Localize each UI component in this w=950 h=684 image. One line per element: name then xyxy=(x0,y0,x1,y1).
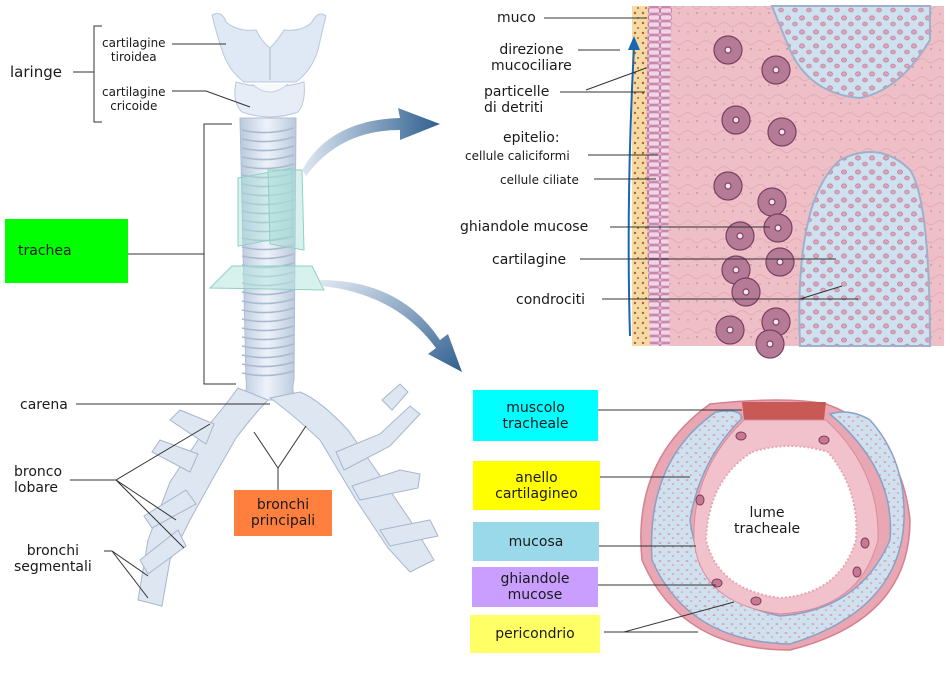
cartilage-ring xyxy=(241,145,295,152)
label-muco: muco xyxy=(497,10,536,26)
gland-lumen xyxy=(776,258,784,266)
cartilage-ring xyxy=(241,361,295,368)
gland-lumen xyxy=(726,326,734,334)
label-line: mucociliare xyxy=(491,58,572,74)
gland-lumen xyxy=(766,340,774,348)
label-line: tracheale xyxy=(502,415,569,432)
label-line: ghiandole xyxy=(500,571,570,587)
cartilage-ring xyxy=(241,154,295,161)
histology-panel xyxy=(627,5,944,359)
label-cartilagine: cartilagine xyxy=(492,252,567,268)
label-muscolo-tracheale: muscolo tracheale xyxy=(473,390,598,441)
label-bronco-lobare: bronco lobare xyxy=(14,464,62,496)
gland-lumen xyxy=(724,46,732,54)
label-line: di detriti xyxy=(484,100,544,116)
gland-lumen xyxy=(742,288,750,296)
gland-lumen xyxy=(732,116,740,124)
cartilage-ring xyxy=(241,289,295,296)
trachea-illustration xyxy=(208,117,325,401)
label-cartilagine-cricoide: cartilagine cricoide xyxy=(102,85,166,113)
gland-lumen xyxy=(772,318,780,326)
larynx-illustration xyxy=(211,13,327,118)
mucociliary-arrow xyxy=(627,45,635,337)
gland-lumen xyxy=(736,232,744,240)
label-line: particelle xyxy=(484,84,550,100)
label-mucosa: mucosa xyxy=(473,522,599,561)
label-line: cartilagineo xyxy=(495,485,578,502)
label-pericondrio: pericondrio xyxy=(470,615,600,653)
label-line: bronchi xyxy=(26,543,79,559)
gland-lumen xyxy=(724,182,732,190)
label-line: bronco xyxy=(14,464,63,480)
label-cellule-caliciformi: cellule caliciformi xyxy=(465,149,570,163)
label-laringe: laringe xyxy=(10,63,62,81)
label-text: pericondrio xyxy=(495,626,575,642)
cartilage-ring xyxy=(241,199,295,206)
gland-lumen xyxy=(774,224,782,232)
gland-lumen xyxy=(772,66,780,74)
label-anello-cartilagineo: anello cartilagineo xyxy=(473,461,600,510)
label-direzione-mucociliare: direzione mucociliare xyxy=(491,42,572,74)
label-line: lume xyxy=(749,505,785,521)
cartilage-ring xyxy=(241,325,295,332)
cartilage-ring xyxy=(241,316,295,323)
label-line: cricoide xyxy=(110,99,158,113)
label-line: muscolo xyxy=(506,399,565,416)
cross-section-panel xyxy=(640,399,911,651)
label-line: tracheale xyxy=(734,521,801,537)
label-cellule-ciliate: cellule ciliate xyxy=(500,173,579,187)
arrow-to-cross-section xyxy=(320,280,462,372)
cartilage-ring xyxy=(241,298,295,305)
label-ghiandole-mucose: ghiandole mucose xyxy=(460,219,589,235)
label-line: principali xyxy=(250,513,316,529)
label-carena: carena xyxy=(20,397,68,413)
cartilage-ring xyxy=(241,244,295,251)
cartilage-ring xyxy=(241,343,295,350)
label-lume-tracheale: lume tracheale xyxy=(734,505,800,537)
label-ghiandole-mucose-section: ghiandole mucose xyxy=(472,567,598,607)
label-trachea: trachea xyxy=(5,219,128,283)
label-epitelio: epitelio: xyxy=(503,130,560,146)
cartilage-ring xyxy=(241,163,295,170)
label-bronchi-segmentali: bronchi segmentali xyxy=(14,543,92,575)
cartilage-ring xyxy=(241,208,295,215)
label-line: cartilagine xyxy=(102,36,166,50)
cartilage-ring xyxy=(241,352,295,359)
cartilage-ring xyxy=(241,226,295,233)
label-line: bronchi xyxy=(256,497,310,513)
label-text: trachea xyxy=(18,243,72,259)
cartilage-ring xyxy=(241,217,295,224)
label-bronchi-principali: bronchi principali xyxy=(234,490,332,536)
leader-lines xyxy=(70,17,858,633)
cartilage-ring xyxy=(241,334,295,341)
gland-lumen xyxy=(732,266,740,274)
arrow-to-histology xyxy=(302,108,440,176)
cartilage-ring xyxy=(241,136,295,143)
label-cartilagine-tiroidea: cartilagine tiroidea xyxy=(102,36,166,64)
gland-lumen xyxy=(778,128,786,136)
label-line: mucose xyxy=(507,587,563,603)
label-condrociti: condrociti xyxy=(516,292,586,308)
cartilage-ring xyxy=(241,370,295,377)
gland-lumen xyxy=(768,198,776,206)
cartilage-ring xyxy=(241,253,295,260)
cartilage-ring xyxy=(241,127,295,134)
bronchi-illustration xyxy=(137,383,439,607)
label-line: segmentali xyxy=(14,559,92,575)
label-particelle-detriti: particelle di detriti xyxy=(484,84,549,116)
label-line: direzione xyxy=(499,42,564,58)
cartilage-ring xyxy=(241,190,295,197)
label-line: lobare xyxy=(14,480,58,496)
cartilage-ring xyxy=(241,307,295,314)
label-text: mucosa xyxy=(508,533,564,550)
label-line: cartilagine xyxy=(102,85,166,99)
label-line: tiroidea xyxy=(110,50,157,64)
label-line: anello xyxy=(515,469,558,486)
